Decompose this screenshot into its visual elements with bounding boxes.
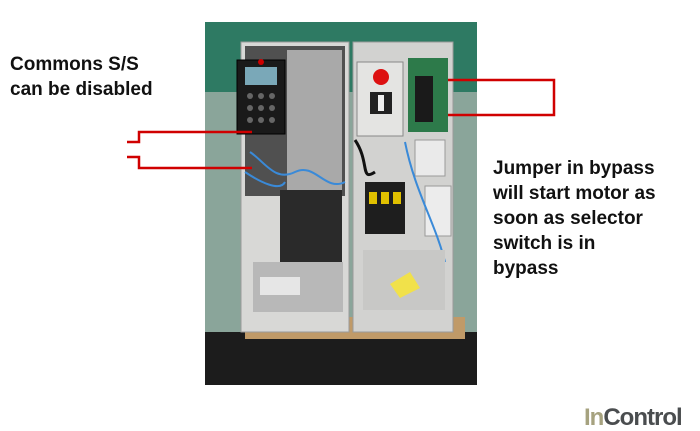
callout-jumper-line-1: Jumper in bypass	[493, 158, 655, 179]
logo-in-text: In	[584, 404, 604, 431]
callout-jumper-line-4: switch is in	[493, 233, 596, 254]
incontrol-logo: InControl	[584, 404, 683, 431]
logo-control-text: Control	[603, 404, 682, 431]
callout-jumper-line-5: bypass	[493, 258, 559, 279]
callout-jumper: Jumper in bypass will start motor as soo…	[493, 156, 693, 281]
callout-commons: Commons S/S can be disabled	[10, 52, 153, 102]
callout-jumper-line-3: soon as selector	[493, 208, 643, 229]
callout-commons-line-1: Commons S/S	[10, 54, 139, 75]
drive-panel-photo	[205, 22, 477, 385]
callout-commons-line-2: can be disabled	[10, 79, 153, 100]
callout-jumper-line-2: will start motor as	[493, 183, 656, 204]
